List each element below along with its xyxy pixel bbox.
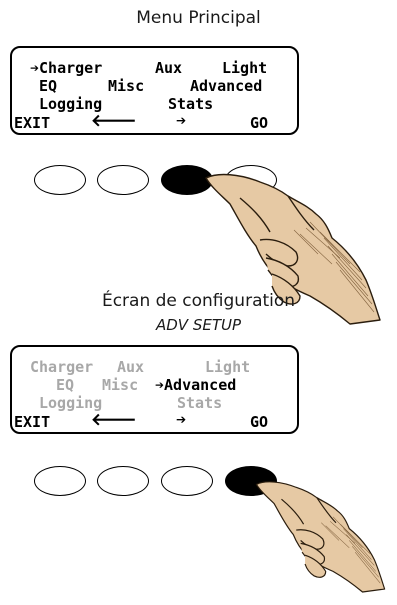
softkey-button-3[interactable] [161,466,213,496]
softkey-exit-label: EXIT [14,114,51,132]
menu-item-advanced-selected[interactable]: ➔Advanced [155,376,237,394]
pointing-hand-icon [205,173,381,325]
pointing-hand-icon [255,481,386,593]
menu-item-misc[interactable]: Misc [108,77,145,95]
menu-item-aux[interactable]: Aux [117,358,145,376]
menu-item-eq[interactable]: EQ [56,376,75,394]
softkey-left-arrow-icon: 🡐 [91,410,137,430]
menu-principal-title: Menu Principal [136,8,261,28]
lcd-screen-main-menu: ➔Charger Aux Light EQ Misc Advanced Logg… [10,46,299,135]
softkey-button-2[interactable] [97,466,149,496]
softkey-right-arrow-icon: ➔ [176,111,187,131]
menu-item-stats[interactable]: Stats [168,95,214,113]
menu-item-charger[interactable]: Charger [30,358,94,376]
menu-item-advanced[interactable]: Advanced [190,77,263,95]
menu-item-stats[interactable]: Stats [177,394,223,412]
menu-item-logging[interactable]: Logging [39,394,103,412]
config-screen-title: Écran de configuration [101,291,296,311]
menu-item-eq[interactable]: EQ [39,77,58,95]
menu-item-charger[interactable]: ➔Charger [30,59,103,77]
softkey-button-1[interactable] [34,165,86,195]
softkey-exit-label: EXIT [14,413,51,431]
softkey-left-arrow-icon: 🡐 [91,111,137,131]
softkey-button-1[interactable] [34,466,86,496]
menu-item-light[interactable]: Light [205,358,251,376]
softkey-button-2[interactable] [97,165,149,195]
menu-item-misc[interactable]: Misc [102,376,139,394]
menu-item-aux[interactable]: Aux [155,59,183,77]
menu-item-light[interactable]: Light [222,59,268,77]
menu-item-logging[interactable]: Logging [39,95,103,113]
softkey-go-label: GO [250,114,269,132]
lcd-screen-adv-setup: Charger Aux Light EQ Misc ➔Advanced Logg… [10,345,299,434]
adv-setup-subtitle: ADV SETUP [155,316,242,334]
softkey-right-arrow-icon: ➔ [176,410,187,430]
softkey-go-label: GO [250,413,269,431]
